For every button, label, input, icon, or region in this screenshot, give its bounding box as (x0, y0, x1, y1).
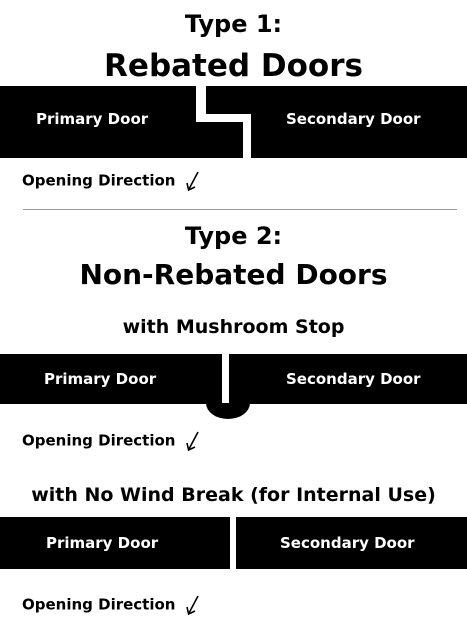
arrow-down-left-icon (185, 431, 199, 452)
mushroom-secondary-label: Secondary Door (286, 370, 421, 388)
type2-heading: Type 2: (184, 222, 283, 250)
mushroom-opening-direction: Opening Direction (22, 430, 201, 452)
no-wind-break-secondary-label: Secondary Door (280, 534, 415, 552)
no-wind-break-opening-direction-text: Opening Direction (22, 595, 176, 614)
no-wind-break-subtitle: with No Wind Break (for Internal Use) (31, 484, 436, 506)
rebated-opening-direction-text: Opening Direction (22, 171, 176, 190)
mushroom-secondary-door (229, 354, 467, 404)
no-wind-break-secondary-door (236, 517, 467, 569)
no-wind-break-primary-door (0, 517, 230, 569)
mushroom-stop-diagram (0, 354, 467, 419)
rebated-secondary-door (206, 86, 467, 158)
rebated-doors-diagram (0, 86, 467, 158)
mushroom-opening-direction-text: Opening Direction (22, 431, 176, 450)
arrow-down-left-icon (185, 595, 199, 616)
section-divider (23, 209, 457, 210)
type1-title: Rebated Doors (104, 48, 363, 84)
rebated-opening-direction: Opening Direction (22, 170, 201, 192)
rebated-primary-label: Primary Door (36, 110, 149, 128)
arrow-down-left-icon (185, 171, 199, 192)
type2-title: Non-Rebated Doors (79, 258, 388, 291)
mushroom-stop (206, 403, 250, 419)
mushroom-subtitle: with Mushroom Stop (122, 316, 345, 338)
no-wind-break-diagram (0, 517, 467, 569)
mushroom-primary-door (0, 354, 222, 404)
no-wind-break-opening-direction: Opening Direction (22, 594, 201, 616)
rebated-secondary-label: Secondary Door (286, 110, 421, 128)
no-wind-break-primary-label: Primary Door (46, 534, 159, 552)
type1-heading: Type 1: (184, 10, 283, 38)
mushroom-primary-label: Primary Door (44, 370, 157, 388)
rebated-primary-door (0, 86, 243, 158)
